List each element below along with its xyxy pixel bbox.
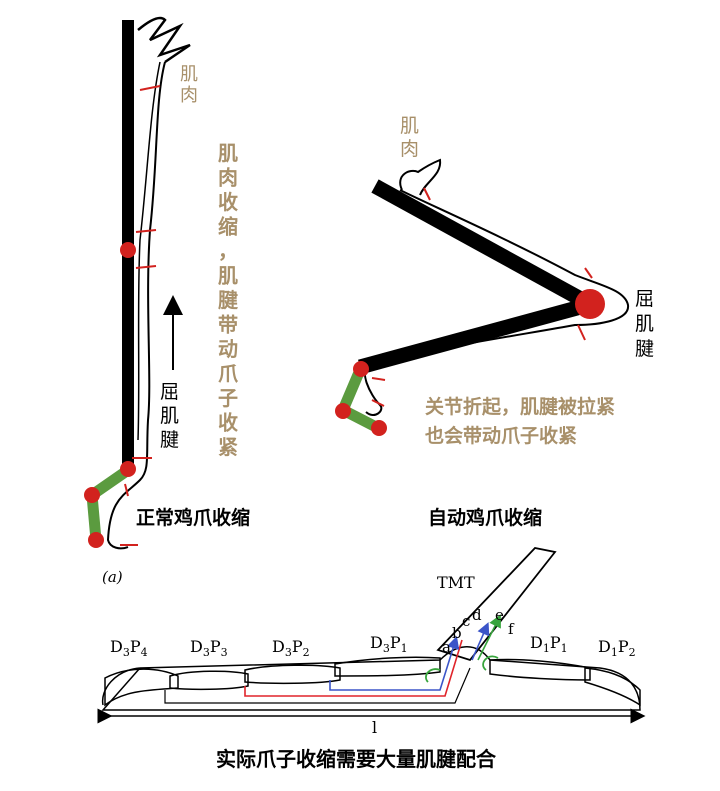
tendon-letter-d: d: [472, 606, 482, 624]
joint-knee-b: [575, 289, 605, 319]
joint-toe2-b: [371, 420, 387, 436]
note-line2-b: 也会带动爪子收紧: [425, 424, 577, 447]
note-line1-b: 关节折起，肌腱被拉紧: [425, 395, 615, 418]
bone-label: D1P2: [598, 637, 636, 659]
joint-toe2-a: [88, 532, 104, 548]
lower-bone-b: [358, 297, 590, 375]
bone-label: D1P1: [530, 633, 568, 655]
tendon-letter-a: a: [442, 638, 451, 656]
joint-toe1-b: [335, 403, 351, 419]
tendon-outline-a2: [137, 61, 161, 441]
caption-a: 正常鸡爪收缩: [136, 506, 250, 529]
contraction-note-char: ，: [218, 239, 238, 263]
contraction-note-char: 动: [218, 337, 238, 361]
flexor-tendon-label-b: 屈 肌 腱: [635, 288, 660, 360]
contraction-note-char: 收: [218, 190, 238, 214]
joint-toe1-a: [84, 487, 100, 503]
bone-label: D3P3: [190, 637, 228, 659]
contraction-note-char: 缩: [218, 215, 238, 239]
bone-label: D3P4: [110, 637, 148, 659]
contraction-note-char: 带: [218, 313, 238, 337]
contraction-note-char: 爪: [218, 362, 239, 386]
tendon-letter-c: c: [462, 612, 470, 630]
contraction-note-a: 肌肉收缩，肌腱带动爪子收紧: [218, 141, 239, 459]
tendon-green-loop: [482, 655, 499, 671]
foot-base: [164, 667, 471, 704]
toe-segments-a: [86, 465, 132, 541]
tendon-ticks-b: [371, 187, 593, 407]
tendon-green-left: [425, 668, 441, 683]
bone-label: D3P1: [370, 633, 408, 655]
tendon-letter-f: f: [508, 620, 515, 638]
panel-label-a: (a): [102, 568, 123, 586]
foot-outline: [101, 646, 641, 711]
contraction-note-char: 子: [218, 386, 238, 410]
joint-ankle-b: [353, 361, 369, 377]
tmt-label: TMT: [437, 573, 475, 592]
panel-a: 肌 肉 肌肉收缩，肌腱带动爪子收紧 屈 肌 腱 正常鸡爪收缩 (a): [84, 16, 250, 586]
tendon-green-right: [477, 614, 501, 661]
contraction-note-char: 收: [218, 411, 238, 435]
muscle-label-a: 肌 肉: [180, 64, 204, 106]
tendon-blue: [329, 635, 460, 691]
length-label: l: [372, 718, 377, 737]
muscle-label-b: 肌 肉: [400, 115, 425, 160]
foot-diagram: TMT a b c d e f D3P4 D3P3 D3P2 D3P1 D1P1 D1P2: [97, 547, 646, 771]
tendon-letter-b: b: [452, 624, 462, 642]
contraction-note-char: 肉: [218, 166, 238, 190]
contraction-note-char: 腱: [218, 288, 239, 312]
upper-bone-b: [371, 179, 592, 310]
joint-knee-a: [120, 242, 136, 258]
tendon-outline-a: [106, 61, 166, 550]
bone-label: D3P2: [272, 637, 310, 659]
caption-b: 自动鸡爪收缩: [428, 506, 542, 529]
panel-b: 肌 肉 屈 肌 腱 关节折起，肌腱被拉紧 也会带动爪子收紧 自动鸡爪收缩: [335, 115, 660, 529]
joint-ankle-a: [120, 461, 136, 477]
contraction-note-char: 紧: [218, 435, 238, 459]
tendon-outline-b: [364, 189, 630, 416]
tmt-bone: [436, 547, 557, 662]
contraction-note-char: 肌: [218, 264, 238, 288]
tendon-blue-right: [471, 622, 490, 661]
tendon-letter-e: e: [495, 606, 504, 624]
bone-labels: D3P4 D3P3 D3P2 D3P1 D1P1 D1P2: [110, 633, 636, 659]
caption-foot: 实际爪子收缩需要大量肌腱配合: [216, 747, 497, 771]
contraction-note-char: 肌: [218, 141, 238, 165]
muscle-blob-b: [399, 158, 442, 196]
tendon-ticks-a: [120, 85, 161, 546]
tendon-red: [244, 639, 463, 697]
flexor-tendon-label-a: 屈 肌 腱: [160, 381, 185, 451]
muscle-squiggle-a: [137, 16, 191, 64]
